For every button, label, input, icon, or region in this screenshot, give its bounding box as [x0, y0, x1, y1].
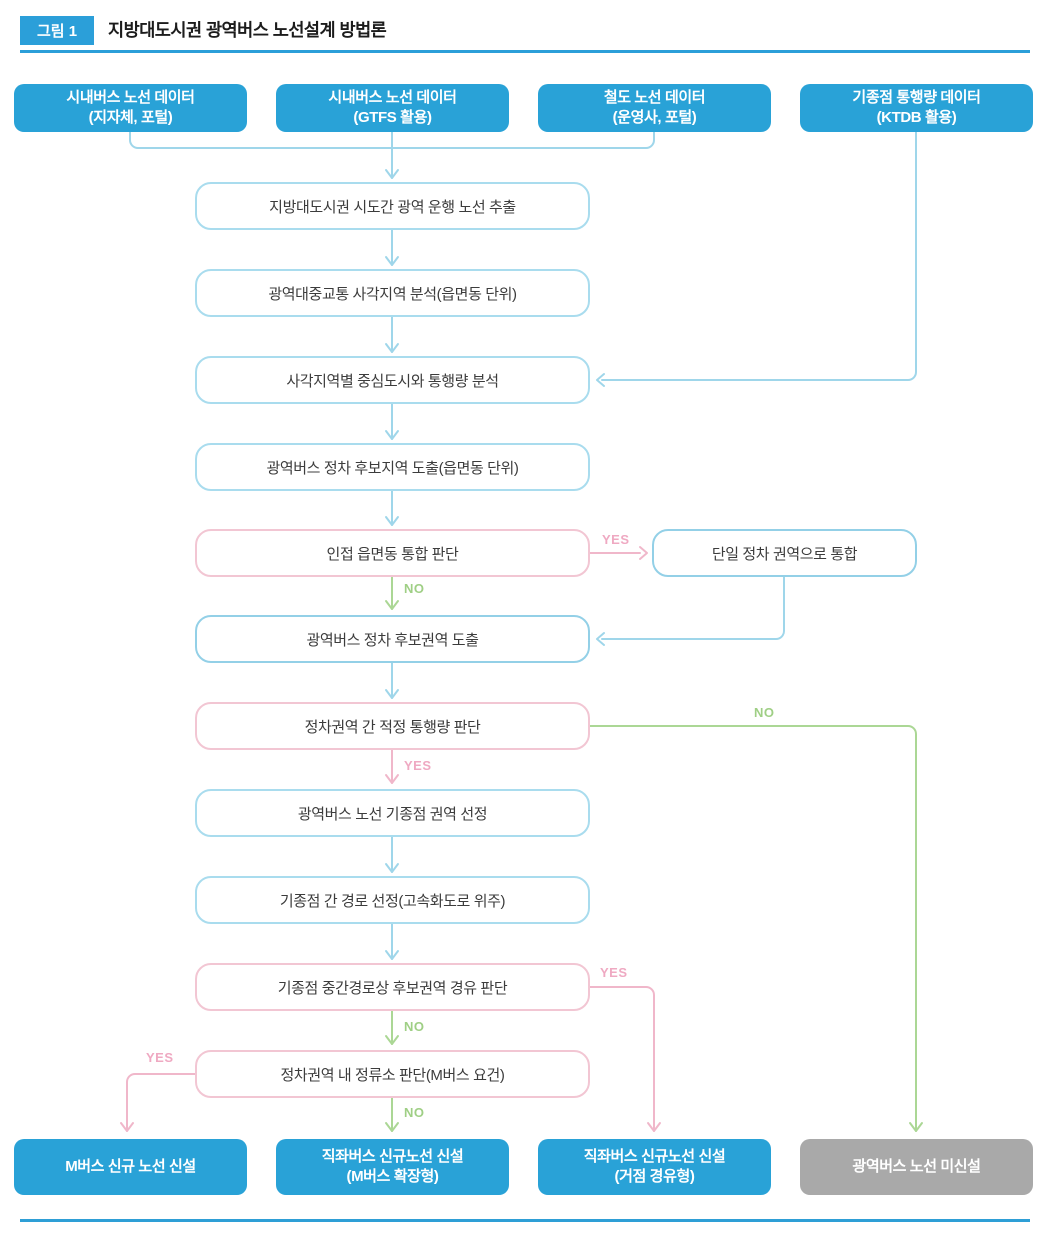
- arrowhead: [596, 373, 605, 387]
- arrowhead: [596, 632, 605, 646]
- arrowhead: [909, 1122, 923, 1132]
- source-sublabel: (지자체, 포털): [88, 109, 173, 126]
- source-box-ktdb: 기종점 통행량 데이터 (KTDB 활용): [800, 84, 1033, 132]
- connector-yes-mbus: [126, 1073, 196, 1132]
- step-label: 광역버스 노선 기종점 권역 선정: [297, 805, 488, 823]
- step-blindspot-analysis: 광역대중교통 사각지역 분석(읍면동 단위): [195, 269, 590, 317]
- outcome-mbus-new-route: M버스 신규 노선 신설: [14, 1139, 247, 1195]
- step-extract-routes: 지방대도시권 시도간 광역 운행 노선 추출: [195, 182, 590, 230]
- arrowhead: [385, 169, 399, 179]
- connector-no-noroute: [589, 725, 917, 1132]
- arrowhead: [385, 1122, 399, 1132]
- figure-title: 지방대도시권 광역버스 노선설계 방법론: [108, 20, 387, 40]
- edge-label-no-via: NO: [404, 1019, 425, 1034]
- arrowhead: [385, 256, 399, 266]
- step-label: 기종점 간 경로 선정(고속화도로 위주): [279, 892, 506, 910]
- step-candidate-zones: 광역버스 정차 후보권역 도출: [195, 615, 590, 663]
- step-label: 사각지역별 중심도시와 통행량 분석: [286, 372, 499, 390]
- source-label: 시내버스 노선 데이터: [66, 88, 195, 106]
- edge-label-yes-via: YES: [600, 965, 628, 980]
- outcome-sublabel: (거점 경유형): [614, 1168, 695, 1185]
- connector-ktdb-to-analysis: [601, 131, 917, 381]
- side-box-merge-zone: 단일 정차 권역으로 통합: [652, 529, 917, 577]
- edge-label-yes-stops: YES: [146, 1050, 174, 1065]
- outcome-label: 직좌버스 신규노선 신설: [583, 1147, 726, 1165]
- arrowhead: [385, 600, 399, 610]
- decision-label: 기종점 중간경로상 후보권역 경유 판단: [277, 979, 508, 997]
- outcome-no-route: 광역버스 노선 미신설: [800, 1139, 1033, 1195]
- step-candidate-areas: 광역버스 정차 후보지역 도출(읍면동 단위): [195, 443, 590, 491]
- outcome-express-hub-via: 직좌버스 신규노선 신설 (거점 경유형): [538, 1139, 771, 1195]
- step-label: 광역버스 정차 후보지역 도출(읍면동 단위): [266, 459, 519, 477]
- footer-rule: [20, 1219, 1030, 1222]
- source-sublabel: (운영사, 포털): [612, 109, 697, 126]
- decision-label: 정차권역 간 적정 통행량 판단: [304, 718, 481, 736]
- source-box-citybus-gtfs: 시내버스 노선 데이터 (GTFS 활용): [276, 84, 509, 132]
- source-sublabel: (KTDB 활용): [876, 109, 957, 126]
- outcome-express-mbus-expansion: 직좌버스 신규노선 신설 (M버스 확장형): [276, 1139, 509, 1195]
- decision-traffic-volume: 정차권역 간 적정 통행량 판단: [195, 702, 590, 750]
- step-route-selection: 기종점 간 경로 선정(고속화도로 위주): [195, 876, 590, 924]
- edge-label-yes-traffic: YES: [404, 758, 432, 773]
- arrowhead: [639, 546, 648, 560]
- connector-merge-return: [601, 576, 785, 640]
- arrowhead: [385, 863, 399, 873]
- arrowhead: [385, 689, 399, 699]
- edge-label-no-traffic: NO: [754, 705, 775, 720]
- source-label: 철도 노선 데이터: [603, 88, 706, 106]
- decision-stops-mbus: 정차권역 내 정류소 판단(M버스 요건): [195, 1050, 590, 1098]
- header-rule: [20, 50, 1030, 53]
- step-terminal-zone-selection: 광역버스 노선 기종점 권역 선정: [195, 789, 590, 837]
- edge-label-no-merge: NO: [404, 581, 425, 596]
- decision-label: 정차권역 내 정류소 판단(M버스 요건): [280, 1066, 505, 1084]
- step-centercity-traffic: 사각지역별 중심도시와 통행량 분석: [195, 356, 590, 404]
- step-label: 지방대도시권 시도간 광역 운행 노선 추출: [269, 198, 516, 216]
- source-label: 기종점 통행량 데이터: [852, 88, 981, 106]
- arrowhead: [385, 343, 399, 353]
- arrowhead: [120, 1122, 134, 1132]
- arrowhead: [385, 1035, 399, 1045]
- arrowhead: [647, 1122, 661, 1132]
- source-label: 시내버스 노선 데이터: [328, 88, 457, 106]
- edge-label-yes-merge: YES: [602, 532, 630, 547]
- arrowhead: [385, 516, 399, 526]
- arrowhead: [385, 430, 399, 440]
- source-sublabel: (GTFS 활용): [353, 109, 432, 126]
- source-box-rail: 철도 노선 데이터 (운영사, 포털): [538, 84, 771, 132]
- step-label: 광역대중교통 사각지역 분석(읍면동 단위): [268, 285, 517, 303]
- outcome-sublabel: (M버스 확장형): [346, 1168, 439, 1185]
- source-box-citybus-portal: 시내버스 노선 데이터 (지자체, 포털): [14, 84, 247, 132]
- outcome-label: 광역버스 노선 미신설: [852, 1157, 981, 1175]
- decision-label: 인접 읍면동 통합 판단: [326, 545, 459, 563]
- outcome-label: M버스 신규 노선 신설: [65, 1157, 196, 1175]
- figure-badge: 그림 1: [20, 16, 94, 45]
- arrowhead: [385, 950, 399, 960]
- connector-sources-merge: [129, 131, 655, 149]
- edge-label-no-stops: NO: [404, 1105, 425, 1120]
- connector-yes-via: [589, 986, 655, 1132]
- decision-via-candidate-zones: 기종점 중간경로상 후보권역 경유 판단: [195, 963, 590, 1011]
- arrowhead: [385, 774, 399, 784]
- side-box-label: 단일 정차 권역으로 통합: [711, 545, 858, 563]
- decision-merge-adjacent: 인접 읍면동 통합 판단: [195, 529, 590, 577]
- step-label: 광역버스 정차 후보권역 도출: [306, 631, 479, 649]
- outcome-label: 직좌버스 신규노선 신설: [321, 1147, 464, 1165]
